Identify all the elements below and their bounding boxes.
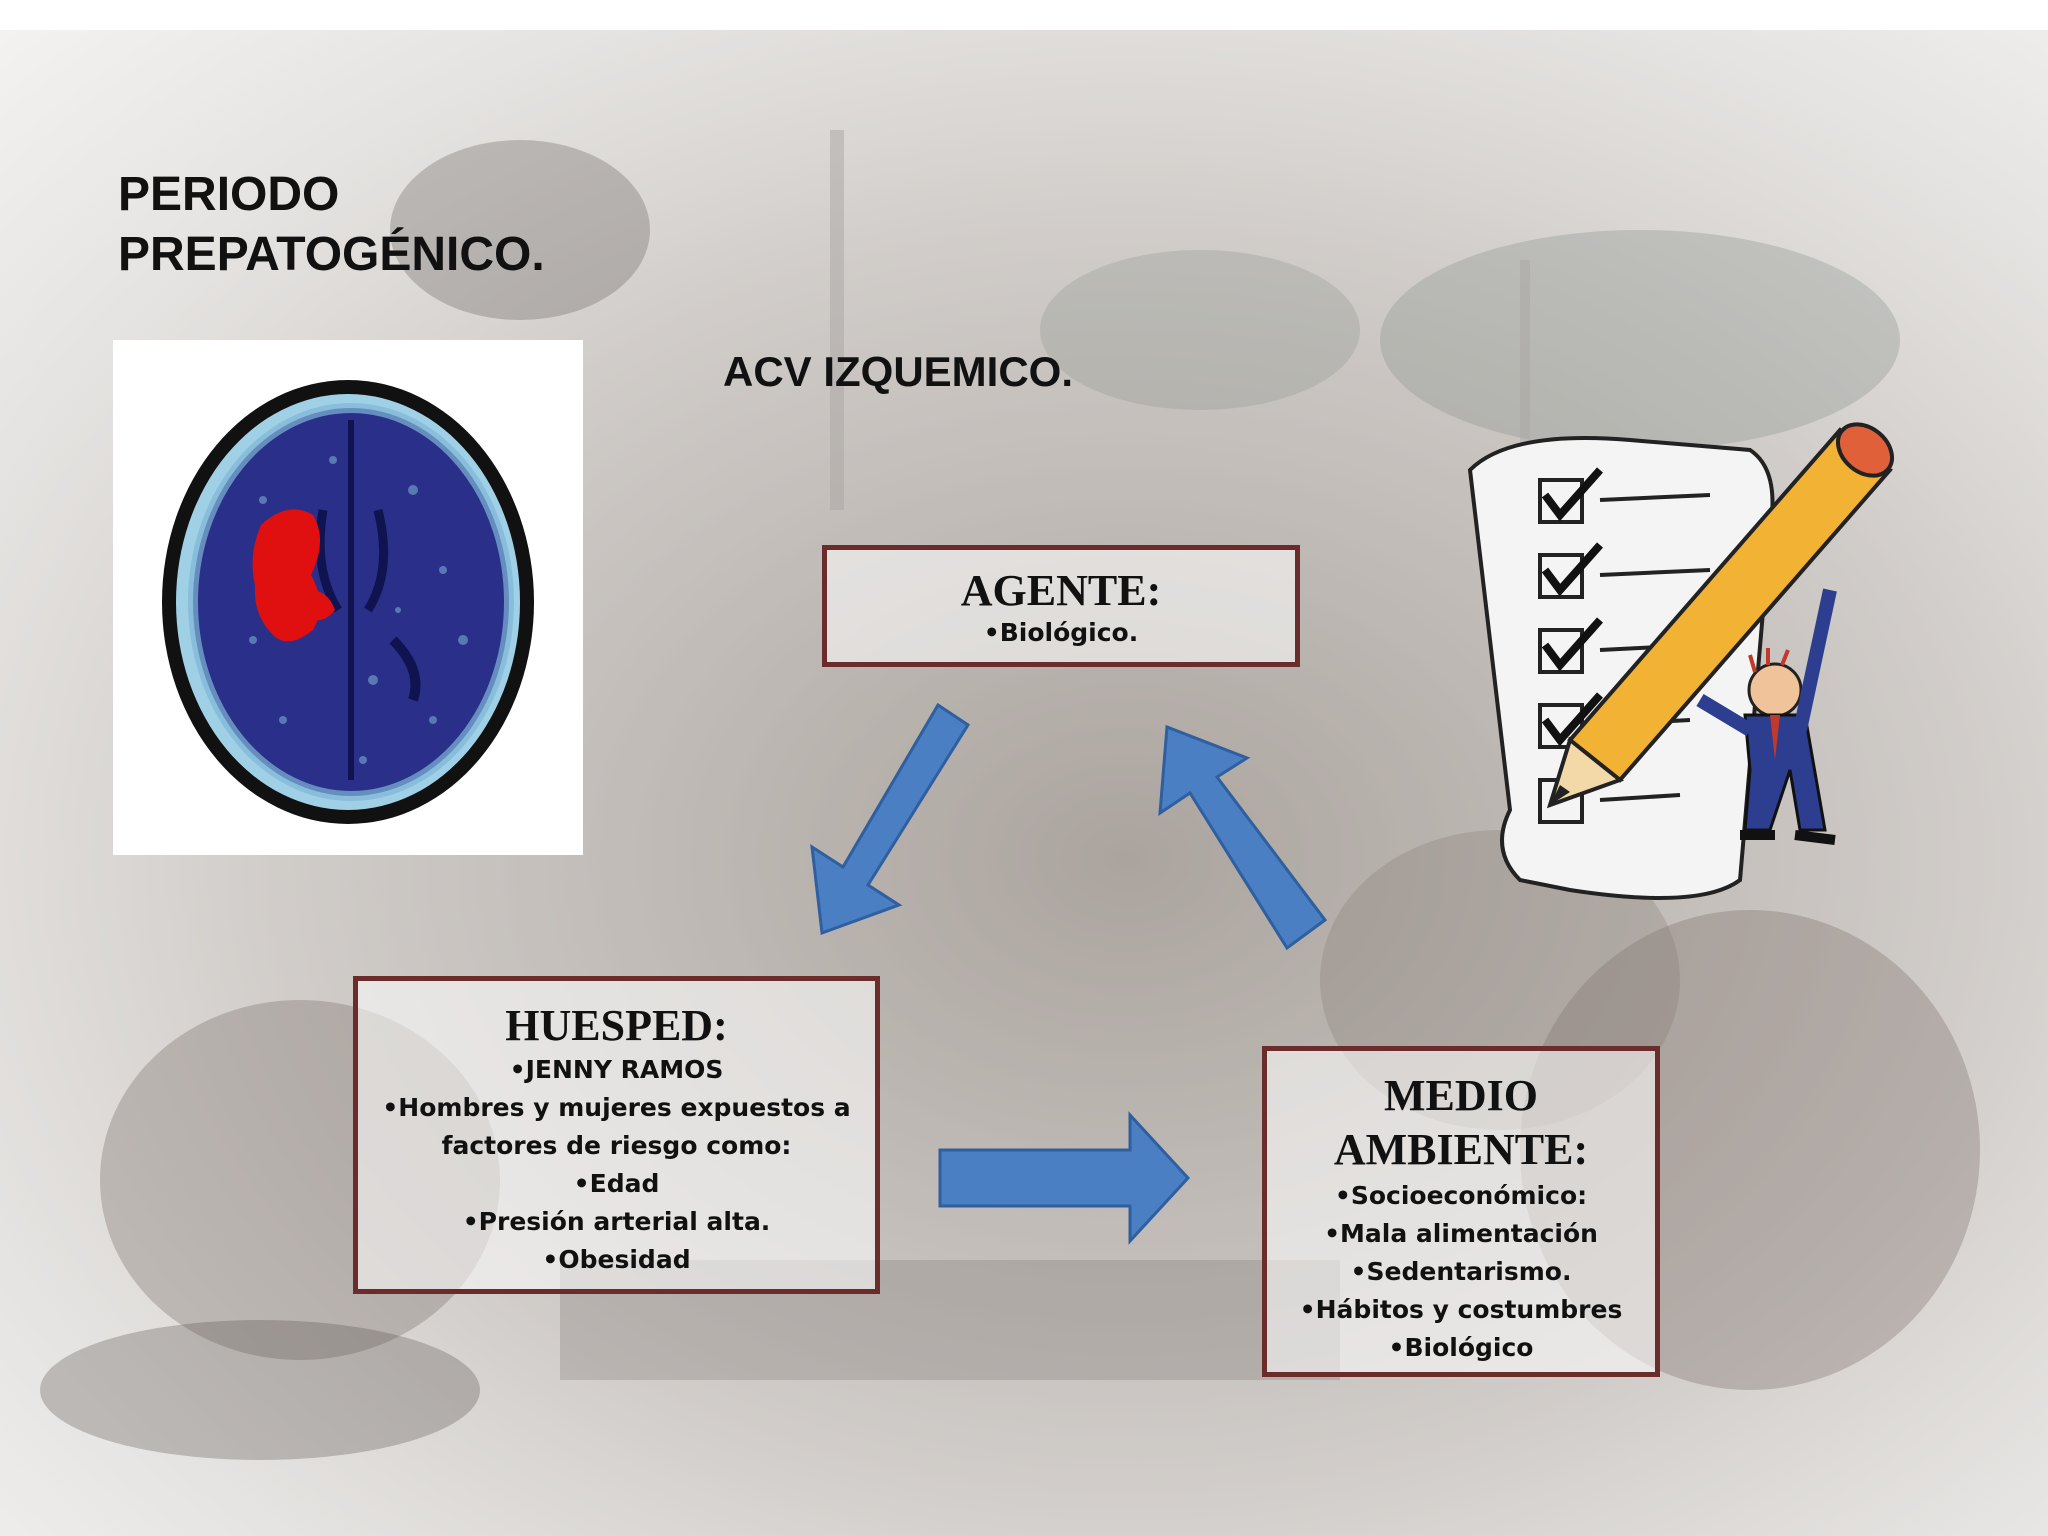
huesped-heading: HUESPED: [505, 1001, 728, 1050]
huesped-item: •Presión arterial alta. [462, 1207, 771, 1236]
huesped-item: •Hombres y mujeres expuestos a [382, 1093, 851, 1122]
huesped-box: HUESPED: •JENNY RAMOS •Hombres y mujeres… [353, 976, 880, 1294]
title-line-1: PERIODO [118, 168, 340, 221]
checklist-pencil-clipart [1467, 422, 1894, 900]
man-figure-icon [1696, 588, 1837, 845]
medio-item: •Mala alimentación [1324, 1219, 1598, 1248]
slide: PERIODO PREPATOGÉNICO. ACV IZQUEMICO. [0, 30, 2048, 1536]
huesped-item: •Edad [573, 1169, 660, 1198]
medio-item: •Sedentarismo. [1350, 1257, 1572, 1286]
slide-subtitle: ACV IZQUEMICO. [723, 348, 1074, 395]
agente-heading: AGENTE: [960, 566, 1162, 615]
huesped-item: •Obesidad [542, 1245, 691, 1274]
agente-item: •Biológico. [983, 618, 1139, 647]
pencil-icon [1546, 422, 1894, 809]
medio-item: •Socioeconómico: [1334, 1181, 1588, 1210]
medio-item: •Hábitos y costumbres [1299, 1295, 1623, 1324]
medio-heading-line-1: MEDIO [1384, 1071, 1538, 1120]
brain-scan-image [113, 340, 583, 855]
paper-icon [1467, 436, 1775, 900]
huesped-item: •JENNY RAMOS [509, 1055, 724, 1084]
slide-title: PERIODO PREPATOGÉNICO. [118, 165, 545, 285]
brain-ct-scan-icon [162, 380, 534, 824]
medio-heading-line-2: AMBIENTE: [1333, 1125, 1589, 1174]
title-line-2: PREPATOGÉNICO. [118, 228, 545, 281]
medio-item: •Biológico [1388, 1333, 1534, 1362]
checkmark-icon [1541, 467, 1603, 747]
huesped-item: factores de riesgo como: [441, 1131, 792, 1160]
medio-ambiente-box: MEDIO AMBIENTE: •Socioeconómico: •Mala a… [1262, 1046, 1660, 1377]
agente-box: AGENTE: •Biológico. [822, 545, 1300, 667]
